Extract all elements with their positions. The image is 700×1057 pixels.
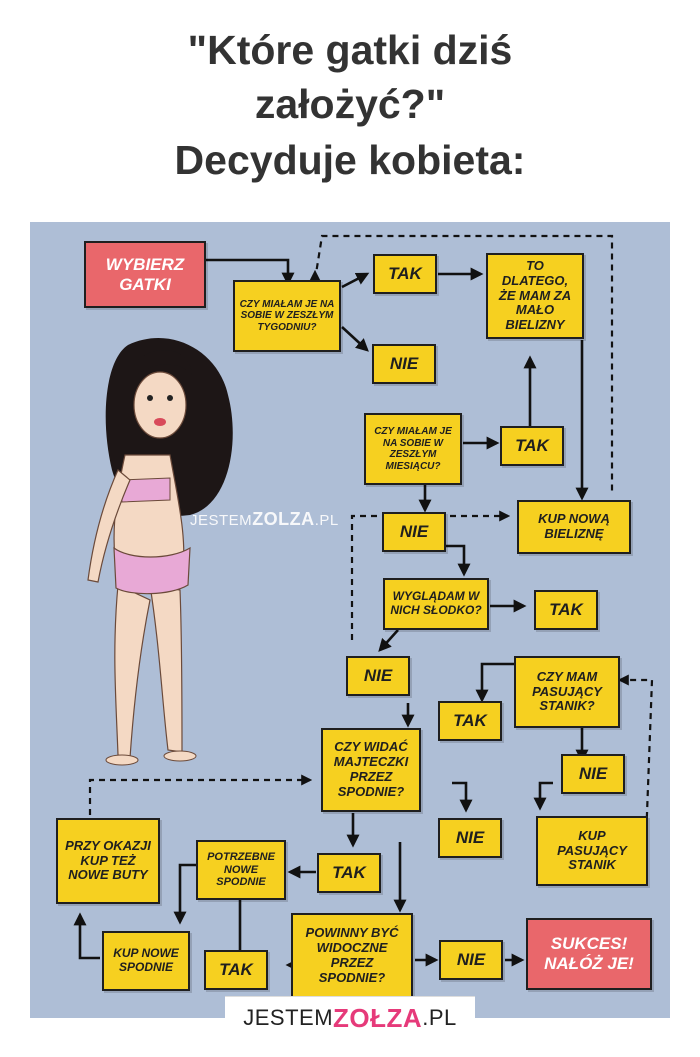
buy-new-lingerie-box: KUP NOWĄ BIELIZNĘ bbox=[517, 500, 631, 554]
title-line-1: "Które gatki dziś bbox=[187, 27, 513, 73]
start-box: WYBIERZ GATKI bbox=[84, 241, 206, 308]
answer-yes-4: TAK bbox=[438, 701, 502, 741]
answer-no-1: NIE bbox=[372, 344, 436, 384]
watermark-text-1: JESTEM bbox=[190, 512, 253, 529]
watermark: JESTEMZOLZA.PL bbox=[190, 509, 339, 530]
woman-illustration bbox=[87, 338, 233, 766]
question-matching-bra: CZY MAM PASUJĄCY STANIK? bbox=[514, 656, 620, 728]
need-new-pants-box: POTRZEBNE NOWE SPODNIE bbox=[196, 840, 286, 900]
question-should-be-visible: POWINNY BYĆ WIDOCZNE PRZEZ SPODNIE? bbox=[291, 913, 413, 999]
question-visible-through-pants: CZY WIDAĆ MAJTECZKI PRZEZ SPODNIE? bbox=[321, 728, 421, 812]
footer-logo-text-2: ZOŁZA bbox=[333, 1002, 423, 1033]
watermark-text-3: .PL bbox=[314, 512, 339, 529]
answer-no-4: NIE bbox=[561, 754, 625, 794]
answer-no-6: NIE bbox=[439, 940, 503, 980]
buy-matching-bra-box: KUP PASUJĄCY STANIK bbox=[536, 816, 648, 886]
answer-yes-6: TAK bbox=[204, 950, 268, 990]
footer-logo-text-3: .PL bbox=[422, 1005, 457, 1030]
footer-logo-text-1: JESTEM bbox=[243, 1005, 334, 1030]
answer-yes-1: TAK bbox=[373, 254, 437, 294]
question-cute: WYGLĄDAM W NICH SŁODKO? bbox=[383, 578, 489, 630]
buy-shoes-box: PRZY OKAZJI KUP TEŻ NOWE BUTY bbox=[56, 818, 160, 904]
answer-no-3: NIE bbox=[346, 656, 410, 696]
success-box: SUKCES! NAŁÓŻ JE! bbox=[526, 918, 652, 990]
result-too-little-lingerie: TO DLATEGO, ŻE MAM ZA MAŁO BIELIZNY bbox=[486, 253, 584, 339]
answer-yes-2: TAK bbox=[500, 426, 564, 466]
buy-new-pants-box: KUP NOWE SPODNIE bbox=[102, 931, 190, 991]
answer-yes-3: TAK bbox=[534, 590, 598, 630]
answer-no-2: NIE bbox=[382, 512, 446, 552]
answer-no-5: NIE bbox=[438, 818, 502, 858]
watermark-text-2: ZOLZA bbox=[252, 509, 315, 529]
question-last-month: CZY MIAŁAM JE NA SOBIE W ZESZŁYM MIESIĄC… bbox=[364, 413, 462, 485]
title-line-3: Decyduje kobieta: bbox=[174, 137, 526, 183]
answer-yes-5: TAK bbox=[317, 853, 381, 893]
title-line-2: założyć?" bbox=[254, 81, 446, 127]
question-last-week: CZY MIAŁAM JE NA SOBIE W ZESZŁYM TYGODNI… bbox=[233, 280, 341, 352]
